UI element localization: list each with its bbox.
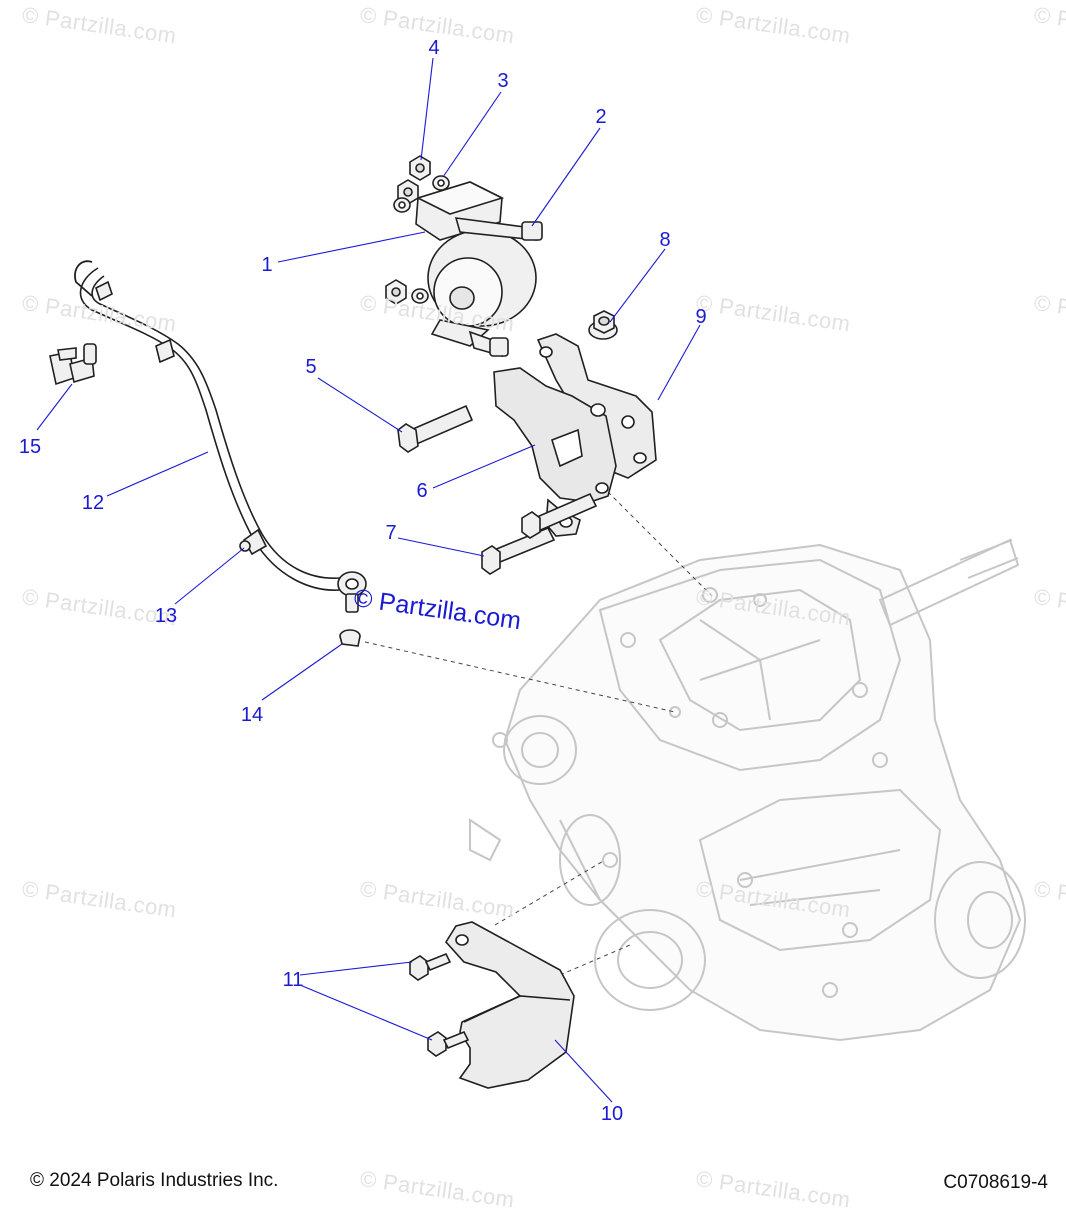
bolts bbox=[397, 404, 598, 575]
diagram-code: C0708619-4 bbox=[943, 1172, 1048, 1193]
callout-8[interactable]: 8 bbox=[659, 229, 671, 251]
callout-15[interactable]: 15 bbox=[18, 436, 42, 458]
engine-mount-damper bbox=[415, 181, 543, 358]
callout-5[interactable]: 5 bbox=[305, 356, 317, 378]
vent-hose bbox=[74, 260, 367, 613]
callout-13[interactable]: 13 bbox=[154, 605, 178, 627]
callout-12[interactable]: 12 bbox=[81, 492, 105, 514]
callout-11[interactable]: 11 bbox=[282, 969, 304, 991]
callout-7[interactable]: 7 bbox=[385, 522, 397, 544]
vent-fitting bbox=[49, 343, 97, 386]
callout-10[interactable]: 10 bbox=[600, 1103, 624, 1125]
callout-9[interactable]: 9 bbox=[695, 306, 707, 328]
flange-nut bbox=[588, 310, 618, 340]
mounting-brackets bbox=[493, 333, 657, 537]
nuts-and-washers bbox=[385, 155, 450, 305]
transmission-housing bbox=[469, 538, 1026, 1042]
callout-leaders bbox=[36, 57, 701, 1103]
shield-bolts bbox=[409, 952, 470, 1057]
gearcase-shield bbox=[445, 921, 575, 1089]
copyright-notice: © 2024 Polaris Industries Inc. bbox=[30, 1170, 279, 1191]
callout-2[interactable]: 2 bbox=[595, 106, 607, 128]
callout-3[interactable]: 3 bbox=[497, 70, 509, 92]
callout-1[interactable]: 1 bbox=[261, 254, 273, 276]
callout-14[interactable]: 14 bbox=[240, 704, 264, 726]
callout-6[interactable]: 6 bbox=[416, 480, 428, 502]
hose-clamp bbox=[339, 629, 361, 647]
assembly-leader-lines bbox=[364, 491, 713, 976]
callout-4[interactable]: 4 bbox=[428, 37, 440, 59]
